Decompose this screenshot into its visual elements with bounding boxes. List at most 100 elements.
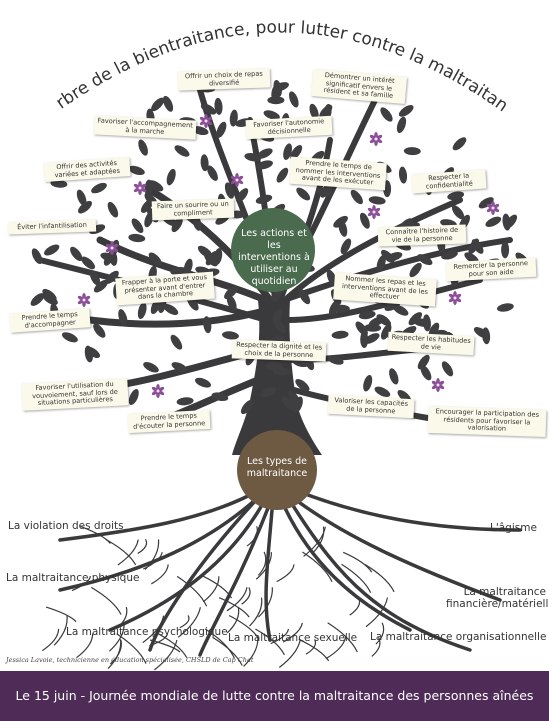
petal: [236, 179, 244, 185]
rootlet: [76, 633, 94, 659]
leaf: [368, 316, 385, 327]
page-title: L'arbre de la bientraitance, pour lutter…: [0, 0, 512, 116]
leaf: [256, 160, 273, 170]
rootlet: [327, 622, 358, 653]
leaf: [331, 330, 349, 339]
leaf: [76, 189, 87, 206]
types-circle: [237, 430, 317, 510]
leaf: [170, 334, 183, 350]
leaf: [229, 109, 238, 127]
flower-icon: [486, 201, 500, 215]
leaf: [138, 139, 148, 156]
flower-center: [204, 119, 208, 123]
leaf: [398, 166, 408, 184]
leaf: [497, 303, 514, 312]
leaf: [380, 107, 393, 122]
leaf: [350, 189, 363, 205]
bottom-banner: Le 15 juin - Journée mondiale de lutte c…: [0, 671, 549, 721]
leaf: [151, 97, 165, 112]
root: [58, 493, 252, 542]
leaf: [61, 332, 78, 343]
leaf: [420, 365, 432, 381]
flower-icon: [369, 132, 383, 146]
flower-center: [491, 206, 495, 210]
rootlet: [45, 606, 77, 623]
leaf: [166, 168, 176, 186]
petal: [375, 138, 383, 144]
leaf: [320, 182, 332, 198]
rootlet: [105, 538, 137, 566]
root: [148, 496, 260, 652]
leaf: [128, 233, 146, 243]
root-violation-droits: La violation des droits: [8, 520, 124, 532]
leaf: [376, 255, 386, 272]
rootlet: [143, 552, 163, 570]
note-sourire: Faire un sourire ou un compliment: [151, 198, 235, 221]
leaf: [502, 213, 511, 231]
leaf: [363, 374, 373, 392]
rootlet: [303, 526, 327, 557]
rootlet: [116, 633, 147, 664]
leaf: [273, 319, 286, 334]
leaf: [163, 95, 174, 112]
petal: [205, 120, 213, 126]
leaf: [293, 396, 303, 413]
flower-icon: [431, 378, 445, 392]
leaf: [207, 165, 218, 181]
rootlet: [80, 525, 111, 544]
leaf: [359, 212, 370, 229]
leaf: [256, 148, 273, 159]
leaf: [128, 165, 145, 176]
leaf: [89, 270, 101, 286]
leaf: [240, 399, 254, 415]
leaf: [358, 310, 376, 320]
flower-icon: [105, 241, 119, 255]
rootlet: [243, 637, 259, 667]
rootlet: [342, 551, 373, 573]
leaf: [77, 200, 93, 214]
leaf: [338, 220, 348, 237]
leaf: [260, 387, 277, 398]
leaf: [482, 327, 491, 345]
petal: [151, 386, 159, 392]
root: [283, 506, 412, 632]
petal: [199, 116, 207, 122]
banner-text: Le 15 juin - Journée mondiale de lutte c…: [15, 688, 534, 703]
rootlet: [325, 637, 347, 660]
leaf: [327, 355, 344, 365]
flower-center: [453, 296, 457, 300]
root: [290, 502, 472, 652]
leaf: [93, 323, 106, 338]
leaf: [42, 288, 57, 302]
leaf: [44, 244, 60, 256]
leaf: [131, 218, 144, 234]
types-circle-label: Les types de maltraitance: [246, 456, 308, 479]
root-maltraitance-financiere: La maltraitance financière/matérielle: [446, 586, 549, 610]
rootlet: [212, 636, 243, 666]
flower-center: [82, 298, 86, 302]
rootlet: [226, 587, 248, 612]
leaf: [288, 91, 299, 108]
leaf: [447, 191, 465, 200]
note-participation: Encourager la participation des résident…: [427, 405, 547, 437]
leaf: [81, 256, 96, 270]
leaf: [200, 154, 209, 172]
leaf: [265, 361, 283, 371]
branch: [282, 197, 463, 303]
petal: [105, 243, 113, 249]
petal: [83, 299, 91, 305]
leaf: [389, 368, 399, 385]
actions-circle-label: Les actions et les interventions à utili…: [238, 228, 310, 287]
rootlet: [278, 639, 301, 668]
rootlet: [257, 551, 267, 576]
tree-roots: [41, 490, 522, 671]
leaf: [409, 262, 422, 278]
petal: [437, 384, 445, 390]
branch: [281, 237, 513, 303]
root: [294, 498, 502, 602]
rootlet: [270, 628, 289, 645]
rootlet: [179, 615, 190, 629]
flower-center: [156, 389, 160, 393]
flower-icon: [448, 291, 462, 305]
petal: [230, 175, 238, 181]
